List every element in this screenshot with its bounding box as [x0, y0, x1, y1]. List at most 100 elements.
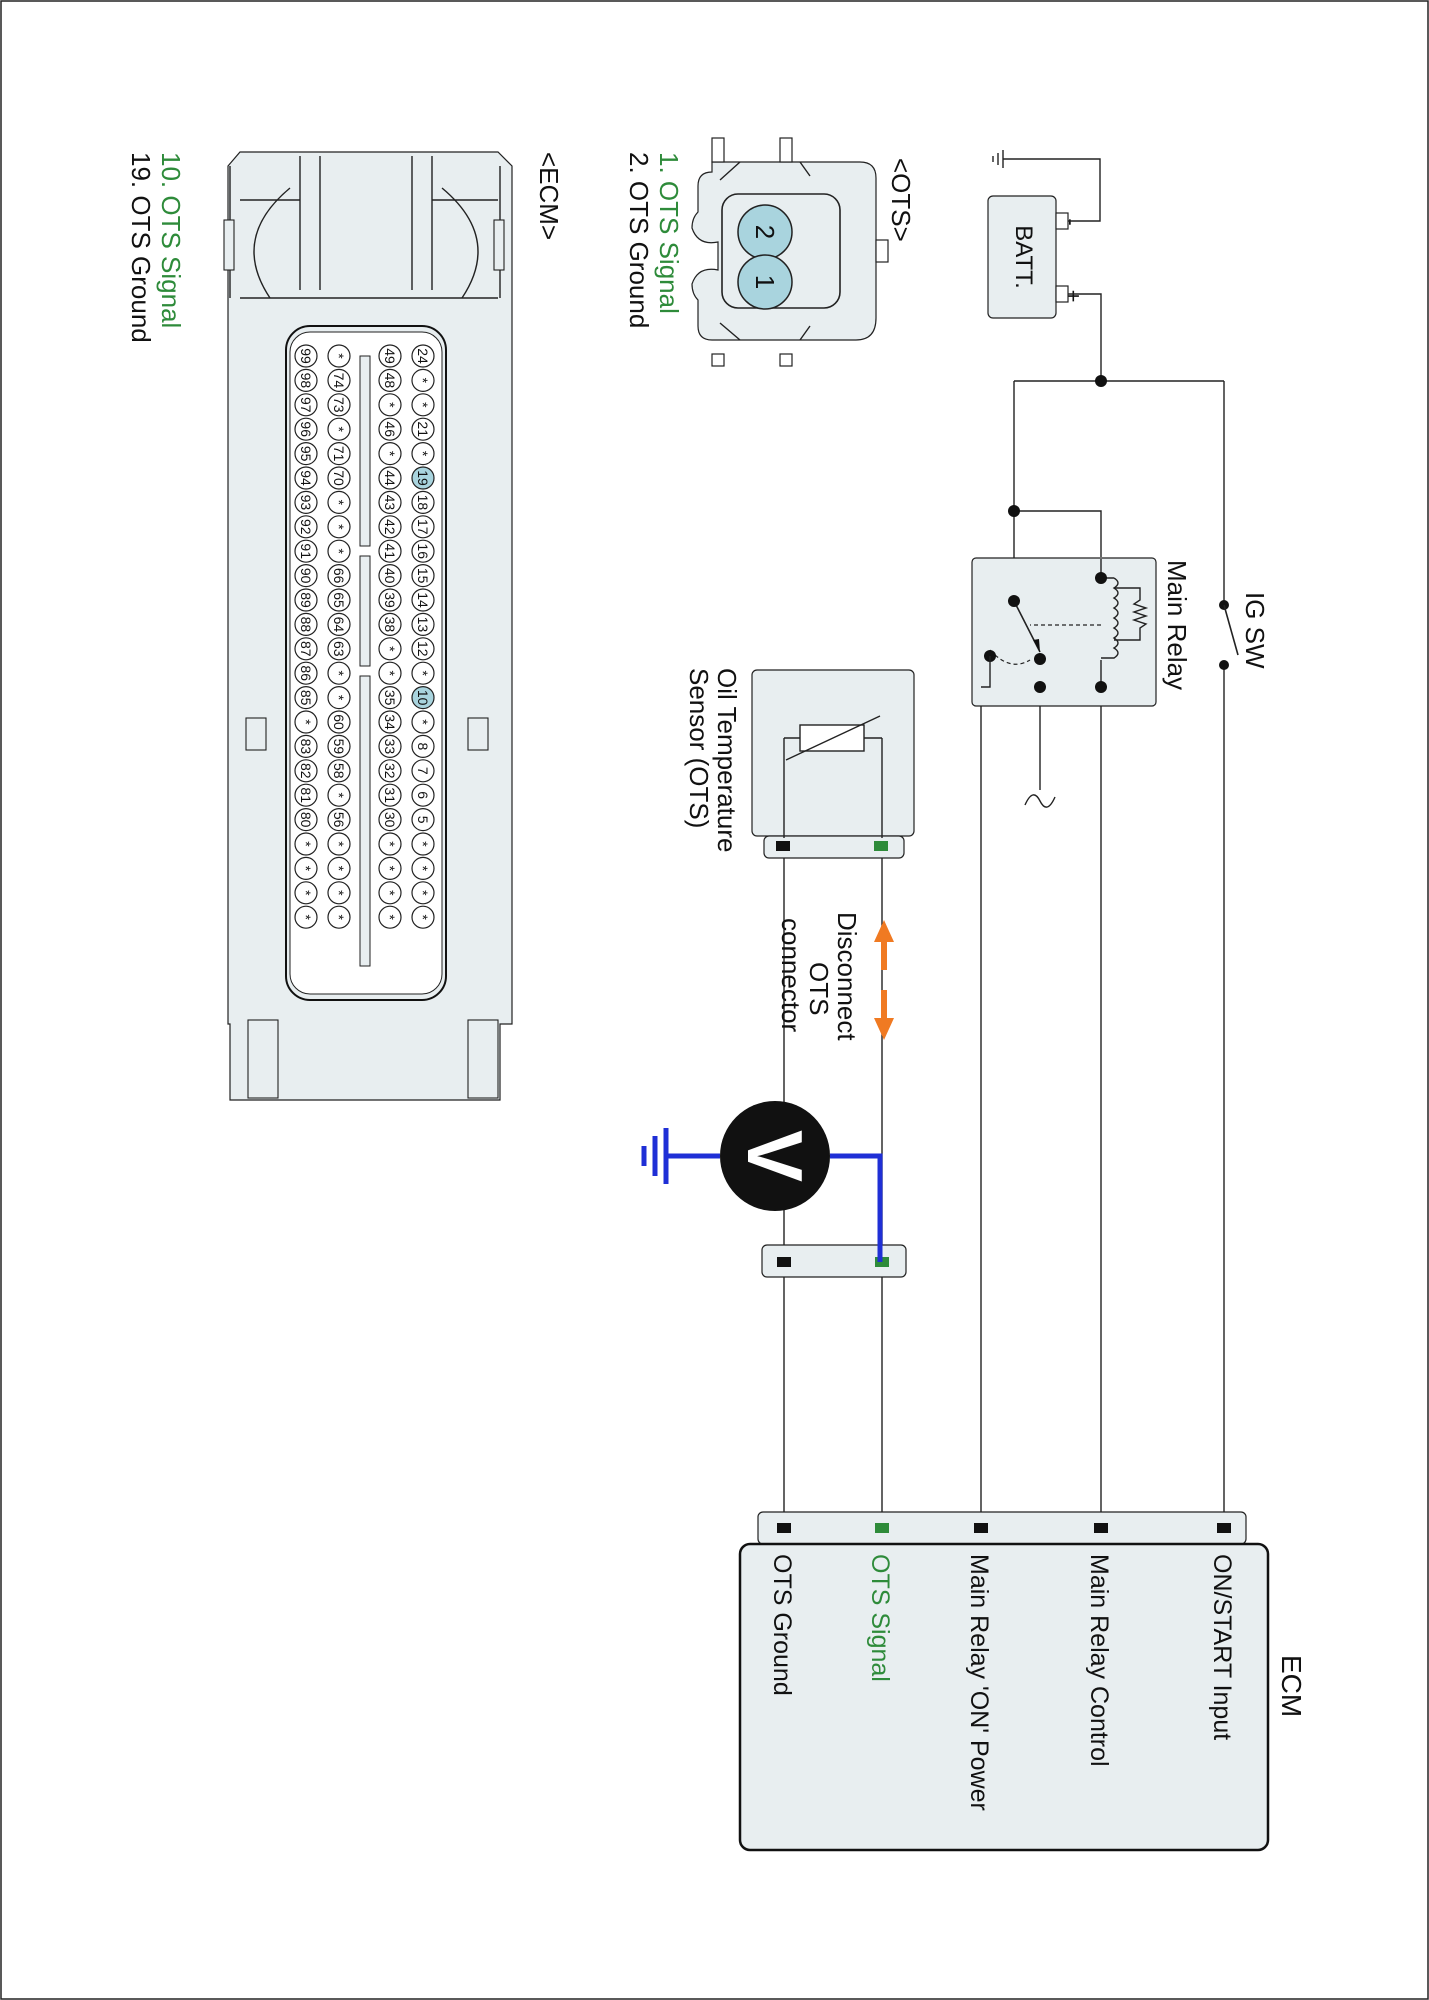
- ecm-pin-label: 90: [298, 568, 314, 584]
- ecm-pin-label: 71: [331, 446, 347, 462]
- ecm-pin: [378, 905, 402, 929]
- ecm-pin-label: 5: [415, 816, 431, 824]
- ecm-pin: [411, 393, 435, 417]
- ecm-pin: [411, 442, 435, 466]
- ecm-pin-label: *: [331, 524, 347, 530]
- ecm-pin: [411, 515, 435, 539]
- ecm-pin: [327, 612, 351, 637]
- ecm-pin-label: 7: [415, 767, 431, 775]
- ecm-pin: [294, 881, 318, 905]
- ecm-pin-label: 14: [415, 592, 431, 608]
- ecm-pin-label: 99: [298, 348, 314, 364]
- arrow-down-icon: [874, 990, 894, 1040]
- ecm-pin: [411, 856, 435, 881]
- ecm-pin: [411, 588, 435, 612]
- ecm-pin: [378, 344, 402, 368]
- ecm-pin-label: 34: [382, 714, 398, 730]
- disconnect-indicator: Disconnect OTS connector: [776, 912, 894, 1041]
- ecm-pin: [294, 417, 318, 441]
- ecm-pin: [327, 856, 351, 881]
- arrow-up-icon: [874, 920, 894, 970]
- ecm-legend-2: 19. OTS Ground: [126, 152, 156, 343]
- ecm-pin: [411, 637, 435, 661]
- ecm-pin: [327, 442, 351, 466]
- ecm-pin-label: 92: [298, 519, 314, 535]
- ecm-pin-label: 91: [298, 543, 314, 559]
- ig-switch-label: IG SW: [1240, 592, 1270, 669]
- ecm-pin-label: *: [331, 426, 347, 432]
- voltmeter-symbol: V: [731, 1130, 819, 1182]
- ecm-pin-label: *: [415, 378, 431, 384]
- battery: BATT. - +: [987, 195, 1086, 319]
- ecm-pin-label: 39: [382, 592, 398, 608]
- junctions: [1008, 375, 1229, 670]
- ecm-pin: [411, 734, 435, 759]
- ecm-pin: [378, 661, 402, 685]
- ecm-pin-label: 59: [331, 739, 347, 755]
- ecm-pin: [411, 905, 435, 929]
- wire-break-icon: [1024, 794, 1056, 808]
- ecm-pin: [294, 661, 318, 685]
- ecm-pin: [378, 710, 402, 734]
- ecm-pin-label: 94: [298, 470, 314, 486]
- ecm-pin-label: *: [415, 402, 431, 408]
- ecm-pin-label: *: [415, 890, 431, 896]
- ecm-pin: [411, 539, 435, 563]
- ecm-pin-label: 66: [331, 568, 347, 584]
- sensor-label-line2: Sensor (OTS): [684, 668, 714, 828]
- ecm-pin: [327, 661, 351, 685]
- ecm-pin: [378, 368, 402, 392]
- ecm-pin: [294, 563, 318, 588]
- ecm-pin-label: 32: [382, 763, 398, 779]
- ecm-pin-label: *: [415, 914, 431, 920]
- ecm-pin-label: *: [382, 914, 398, 920]
- ecm-pin-label: 13: [415, 617, 431, 633]
- ecm-pin-label: 86: [298, 665, 314, 681]
- ecm-pin-label: *: [331, 792, 347, 798]
- ecm-pin: [378, 856, 402, 881]
- ecm-pin-label: 31: [382, 787, 398, 803]
- ecm-pin: [327, 637, 351, 661]
- ecm-pin-label: *: [331, 695, 347, 701]
- ecm-pin-label: *: [382, 451, 398, 457]
- ecm-pin-label: 83: [298, 739, 314, 755]
- ecm-pin: [327, 710, 351, 734]
- ecm-pin-label: 10: [415, 690, 431, 706]
- ots-legend-1: 1. OTS Signal: [654, 152, 684, 314]
- ecm-pin-label: OTS Signal: [866, 1554, 894, 1682]
- ecm-pin: [411, 759, 435, 783]
- ecm-pin-label: 43: [382, 495, 398, 511]
- ecm-pin: [378, 588, 402, 612]
- ecm-pin-label: 35: [382, 690, 398, 706]
- ecm-pin: [411, 612, 435, 637]
- ecm-pin: [327, 905, 351, 929]
- ots-connector-view: <OTS> 2 1 1. OTS Signal 2. OTS Ground: [624, 137, 916, 367]
- ecm-pin-label: 41: [382, 543, 398, 559]
- ecm-pin: [378, 881, 402, 905]
- ecm-pin-label: 89: [298, 592, 314, 608]
- ecm-pin: [294, 466, 318, 490]
- ecm-pin-label: 93: [298, 495, 314, 511]
- ecm-pin-label: 60: [331, 714, 347, 730]
- ecm-pin-label: 6: [415, 791, 431, 799]
- ecm-pin: [378, 685, 402, 710]
- ecm-pin-label: *: [382, 646, 398, 652]
- ecm-pin-label: 16: [415, 543, 431, 559]
- ecm-pin: [327, 344, 351, 368]
- main-relay: Main Relay: [971, 557, 1192, 707]
- sensor-label-line1: Oil Temperature: [712, 668, 742, 853]
- ecm-pin-label: 33: [382, 739, 398, 755]
- ecm-pin: [378, 393, 402, 417]
- ecm-pin-label: 65: [331, 592, 347, 608]
- ecm-pin: [294, 685, 318, 710]
- ecm-pin-label: *: [382, 841, 398, 847]
- ecm-pin: [378, 490, 402, 514]
- ecm-pin-label: 81: [298, 787, 314, 803]
- ecm-pin: [327, 759, 351, 783]
- ecm-pin: [411, 344, 435, 368]
- ecm-pin-label: 87: [298, 641, 314, 657]
- ecm-pin-label: 95: [298, 446, 314, 462]
- ecm-pin: [294, 588, 318, 612]
- disconnect-line3: connector: [776, 918, 806, 1033]
- ecm-pin-terminal: [1217, 1523, 1231, 1533]
